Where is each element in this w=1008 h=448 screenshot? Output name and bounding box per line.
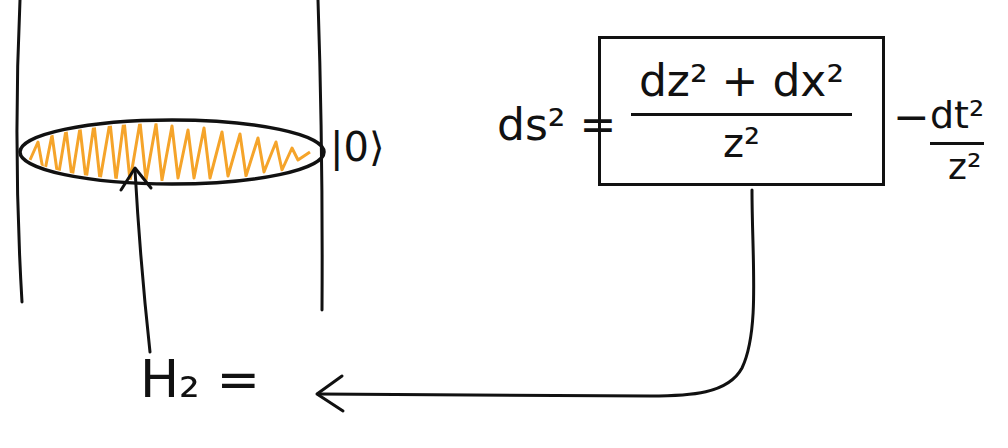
minus-sign: − (893, 92, 930, 143)
fraction-denominator: z² (948, 146, 981, 187)
fraction-denominator: z² (723, 116, 760, 166)
time-slice-ellipse (20, 120, 324, 184)
fraction-numerator: dz² + dx² (631, 56, 852, 116)
boxed-term: dz² + dx²z² (598, 36, 885, 186)
arrowhead (317, 376, 343, 411)
metric-lhs: ds² = (497, 100, 616, 151)
fraction-numerator: dt² (930, 94, 984, 145)
pointer-arrow (135, 170, 150, 352)
arrowhead (121, 168, 151, 190)
hamiltonian-label: H₂ = (140, 350, 260, 410)
ket-label: |0⟩ (330, 124, 385, 170)
curved-arrow (318, 190, 754, 396)
